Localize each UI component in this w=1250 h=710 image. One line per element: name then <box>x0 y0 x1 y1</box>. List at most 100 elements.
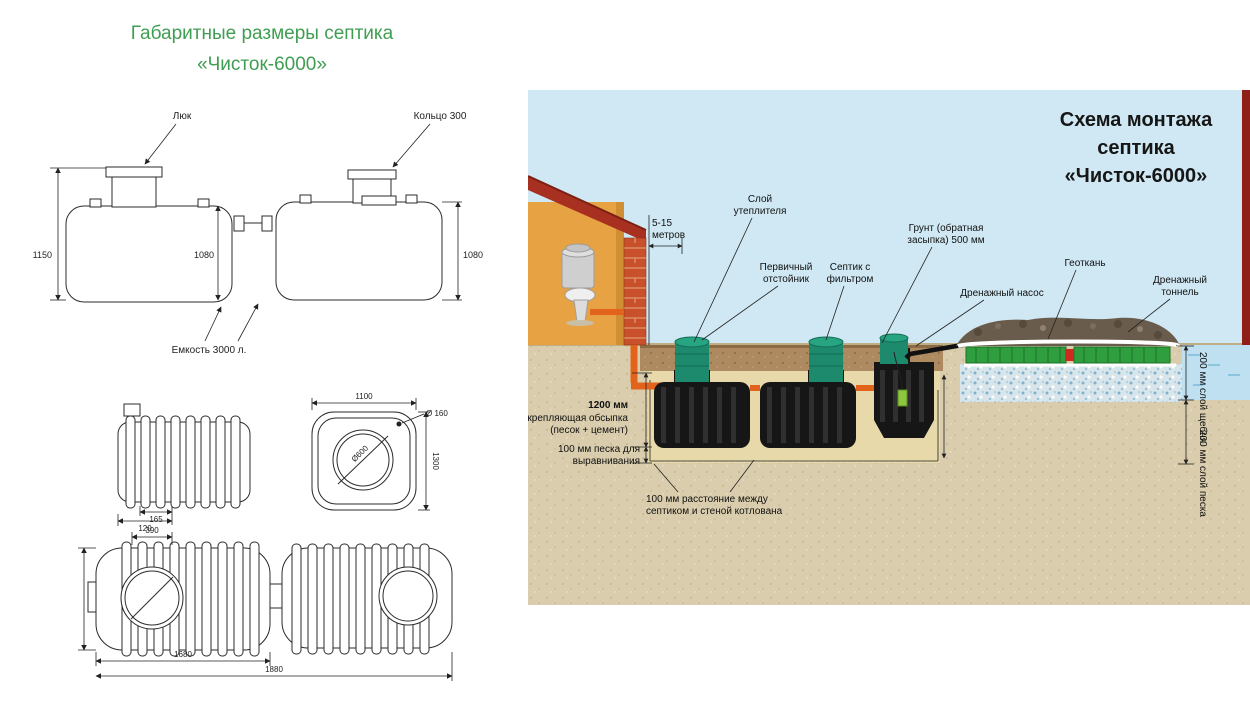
diameter-line <box>337 435 389 485</box>
hatch-leader <box>144 123 177 165</box>
rib-stripes <box>125 415 241 509</box>
dim-height-plan <box>78 547 96 651</box>
pit-depth-dims <box>632 372 947 464</box>
tank-a-lug-right <box>197 198 210 208</box>
ribbed-side-view: 165 120 <box>117 403 251 533</box>
connector-flange-right <box>261 215 273 232</box>
dim-d160: Ø 160 <box>396 409 448 427</box>
pressure-pipe <box>904 340 975 360</box>
pump-cable <box>893 351 903 391</box>
left-panel-title: Габаритные размеры септика «Чисток-6000» <box>78 18 446 80</box>
drain-field <box>956 317 1250 402</box>
distance-dim: 5-15 метров <box>648 215 685 345</box>
callouts: Слой утеплителя Первичный отстойник Септ… <box>693 194 1207 347</box>
insulation-label-1: Слой <box>748 194 772 205</box>
plan-connector <box>269 583 283 609</box>
primary-label-2: отстойник <box>763 274 810 285</box>
pump-float <box>897 389 908 407</box>
pump-label: Дренажный насос <box>960 288 1044 299</box>
geotextile-top <box>957 339 1181 348</box>
septic-tank-2 <box>760 336 856 448</box>
dim-120-text: 120 <box>138 524 152 533</box>
tank-b-lug-right <box>405 194 418 204</box>
septic-tank-1 <box>654 336 750 448</box>
ring-label: Кольцо 300 <box>414 111 467 122</box>
sewer-pipe <box>590 309 874 391</box>
pit-outline <box>649 380 939 462</box>
hatch-label: Люк <box>173 111 192 122</box>
drain-tunnel-1 <box>965 346 1067 364</box>
tank-b-lug-left <box>299 194 312 204</box>
tunnel-ribs <box>975 347 1157 363</box>
dim-1080-a: 1080 <box>194 205 221 301</box>
tank-a-hatch-flange <box>105 166 163 178</box>
bedding-label-3: (песок + цемент) <box>550 425 628 436</box>
tunnel-label-1: Дренажный <box>1153 275 1207 286</box>
toilet <box>561 243 596 326</box>
soil-mound <box>956 317 1180 346</box>
roof-ridge <box>528 175 647 231</box>
leveling-label-1: 100 мм песка для <box>558 444 640 455</box>
top-view-drawing: Ø600 1100 1300 Ø 160 <box>311 392 448 511</box>
left-title-line2: «Чисток-6000» <box>197 54 327 75</box>
scheme-title-line3: «Чисток-6000» <box>1065 165 1208 187</box>
distance-label-2: метров <box>652 230 685 241</box>
backfill-top-edge <box>640 345 943 348</box>
double-tank-plan: 390 1680 1880 <box>78 526 453 681</box>
dim-165: 165 <box>139 506 173 525</box>
sand-layer-label: 200 мм слой песка <box>1197 430 1208 517</box>
dim-1150-text: 1150 <box>33 250 52 260</box>
leveling-label-2: выравнивания <box>573 456 640 467</box>
capacity-leader-1 <box>204 306 222 342</box>
septic-filter-label-1: Септик с <box>830 262 871 273</box>
tank-b-body <box>275 201 443 301</box>
backfill-label-1: Грунт (обратная <box>909 222 984 234</box>
sky <box>528 90 1250 345</box>
tank-b-port <box>361 195 397 206</box>
tank-a-hatch-neck <box>111 176 157 208</box>
dim-1100-text: 1100 <box>355 392 373 401</box>
left-title-line1: Габаритные размеры септика <box>130 23 394 44</box>
house-wall-shade <box>616 202 624 345</box>
connector-flange-left <box>233 215 245 232</box>
right-edge-strip <box>1242 90 1250 388</box>
layer-dims: 200 мм слой щебня 200 мм слой песка <box>1178 345 1209 517</box>
tank-b-ring-flange <box>347 169 397 180</box>
pump-station <box>874 333 934 438</box>
tunnel-connector <box>1066 349 1074 361</box>
tank2-lid <box>809 342 843 382</box>
dim-1680-text: 1680 <box>174 650 192 659</box>
dim-390-text: 390 <box>145 526 159 535</box>
scheme-title-line2: септика <box>1097 137 1175 159</box>
geotextile-label: Геоткань <box>1064 258 1105 269</box>
dim-1680: 1680 <box>95 650 271 666</box>
bedding-label-1: 1200 мм <box>588 400 628 411</box>
backfill-label-2: засыпка) 500 мм <box>907 235 984 246</box>
gap-label-2: септиком и стеной котлована <box>646 506 783 517</box>
dim-120: 120 <box>117 514 173 533</box>
dim-d160-text: Ø 160 <box>426 409 448 418</box>
primary-label-1: Первичный <box>760 262 813 273</box>
water-dashes <box>1188 354 1240 386</box>
dim-1300-text: 1300 <box>431 452 440 470</box>
bedding-labels: 1200 мм укрепляющая обсыпка (песок + цем… <box>528 400 640 467</box>
brick-riser <box>623 237 647 346</box>
capacity-label: Емкость 3000 л. <box>172 345 247 356</box>
septic-filter-label-2: фильтром <box>827 273 874 285</box>
capacity-leader-2 <box>237 303 259 342</box>
scheme-title: Схема монтажа септика «Чисток-6000» <box>1060 109 1213 187</box>
house-roof <box>528 176 646 242</box>
dim-390: 390 <box>131 526 173 545</box>
dim-1880: 1880 <box>95 652 453 681</box>
plan-hatch-2 <box>378 566 438 626</box>
dim-1300: 1300 <box>418 411 440 511</box>
tank-a-lug-left <box>89 198 102 208</box>
tank1-lid <box>675 342 709 382</box>
gravel-layer-label: 200 мм слой щебня <box>1197 352 1209 443</box>
mound-texture <box>974 319 1162 339</box>
bedding-label-2: укрепляющая обсыпка <box>528 412 628 424</box>
ring-leader <box>392 123 431 168</box>
dim-165-text: 165 <box>149 515 163 524</box>
dim-1880-text: 1880 <box>265 665 283 674</box>
